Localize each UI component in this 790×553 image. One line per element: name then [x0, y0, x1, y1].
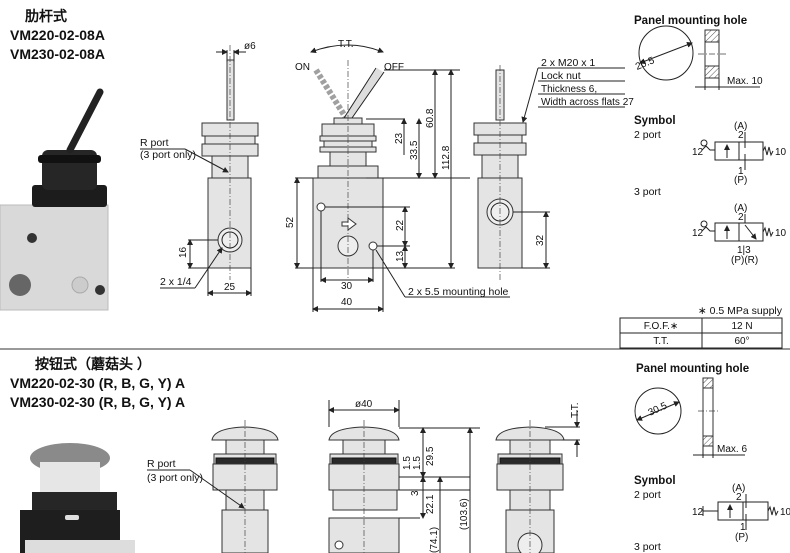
toggle-symbols: Symbol 2 port (A) 2 12 10 1 (P) 3 port (…	[634, 115, 787, 266]
dim-25: 25	[224, 282, 236, 293]
dim-22-1: 22.1	[425, 494, 436, 514]
toggle-side-view-right: 2 x M20 x 1 Lock nut Thickness 6, Width …	[473, 57, 634, 280]
panel-title: Panel mounting hole	[634, 15, 747, 27]
dim-74-1: (74.1)	[429, 527, 440, 553]
panel-max-thickness: Max. 10	[727, 76, 763, 87]
r-port-note: (3 port only)	[140, 149, 196, 161]
port-label: 12	[692, 507, 704, 518]
dim-1-5: 1.5	[412, 456, 423, 470]
port-label: 2	[738, 130, 744, 141]
panel-diameter: 30.5	[647, 400, 670, 418]
toggle-panel-mounting-hole: Panel mounting hole 20.5 Max. 10	[634, 15, 763, 90]
model-number: VM220-02-30 (R, B, G, Y) A	[10, 375, 185, 391]
symbol-3-port: 3 port	[634, 186, 661, 198]
dim-40: 40	[341, 297, 353, 308]
port-label: 10	[775, 147, 787, 158]
on-label: ON	[295, 62, 310, 73]
port-label: 2	[738, 212, 744, 223]
dim-60-8: 60.8	[425, 108, 436, 128]
dim-32: 32	[535, 234, 546, 246]
dim-13: 13	[395, 250, 406, 262]
symbol-2-port: 2 port	[634, 489, 661, 501]
dim-diameter-40: ø40	[355, 399, 373, 410]
off-label: OFF	[384, 62, 404, 73]
dim-33-5: 33.5	[409, 140, 420, 160]
symbol-title: Symbol	[634, 475, 676, 487]
port-label: (P)	[735, 532, 748, 543]
toggle-side-view: ø6 R port (3 port only) 16 25 2 x 1/4	[140, 41, 259, 296]
toggle-section: 肋杆式 VM220-02-08A VM230-02-08A ø6 R port	[0, 8, 787, 349]
dim-16: 16	[178, 246, 189, 258]
port-label: (A)	[734, 121, 747, 132]
port-label: (P)(R)	[731, 255, 758, 266]
dim-103-6: (103.6)	[459, 498, 470, 530]
mushroom-valve-photo	[20, 443, 135, 553]
port-label: (A)	[734, 203, 747, 214]
table-cell: 12 N	[731, 321, 752, 332]
port-size-label: 2 x 1/4	[160, 276, 192, 288]
dim-23: 23	[394, 132, 405, 144]
dim-22: 22	[395, 219, 406, 231]
supply-note: ∗ 0.5 MPa supply	[698, 305, 783, 317]
port-label: 12	[692, 228, 704, 239]
dim-tt: T.T.	[338, 39, 354, 50]
mushroom-section: 按钮式（蘑菇头 ） VM220-02-30 (R, B, G, Y) A VM2…	[10, 356, 790, 553]
dim-112-8: 112.8	[441, 145, 452, 170]
r-port-note: (3 port only)	[147, 472, 203, 484]
width-across-flats-label: Width across flats 27	[541, 97, 634, 108]
mushroom-symbols: Symbol 2 port (A) 2 12 10 1 (P) 3 port	[634, 475, 790, 553]
thread-label: 2 x M20 x 1	[541, 57, 595, 69]
dim-30: 30	[341, 281, 353, 292]
r-port-label: R port	[147, 458, 176, 470]
table-cell: T.T.	[653, 336, 669, 347]
dim-1-5: 1.5	[402, 456, 413, 470]
symbol-title: Symbol	[634, 115, 676, 127]
mushroom-side-view: R port (3 port only)	[147, 420, 279, 553]
spec-table: ∗ 0.5 MPa supply F.O.F.∗ 12 N T.T. 60°	[619, 305, 783, 349]
mounting-hole-label: 2 x 5.5 mounting hole	[408, 286, 509, 298]
panel-title: Panel mounting hole	[636, 363, 749, 375]
mushroom-front-view: ø40 1.5 1.5 29.5 3 22.1 (74.1) (103.6)	[328, 399, 480, 553]
dim-tt: T.T.	[570, 402, 581, 418]
port-label: 12	[692, 147, 704, 158]
dim-52: 52	[285, 216, 296, 228]
toggle-front-view: T.T. ON OFF 23 33.5 60.	[285, 39, 510, 312]
port-label: 1	[738, 166, 744, 177]
table-cell: 60°	[734, 336, 749, 347]
toggle-valve-photo	[0, 88, 109, 311]
symbol-2-port: 2 port	[634, 129, 661, 141]
port-label: 10	[775, 228, 787, 239]
port-label: 1|3	[737, 245, 751, 256]
thickness-label: Thickness 6,	[541, 84, 597, 95]
symbol-3-port: 3 port	[634, 541, 661, 553]
port-label: (P)	[734, 175, 747, 186]
type-label: 按钮式（蘑菇头 ）	[35, 356, 151, 372]
table-cell: F.O.F.∗	[644, 321, 679, 332]
port-label: (A)	[732, 483, 745, 494]
lock-nut-label: Lock nut	[541, 70, 581, 82]
port-label: 2	[736, 492, 742, 503]
model-number: VM230-02-08A	[10, 46, 105, 62]
panel-max-thickness: Max. 6	[717, 444, 747, 455]
port-label: 10	[780, 507, 790, 518]
dim-3: 3	[410, 490, 421, 496]
type-label: 肋杆式	[25, 8, 67, 24]
mushroom-side-view-right: T.T.	[495, 402, 581, 553]
model-number: VM230-02-30 (R, B, G, Y) A	[10, 394, 185, 410]
dim-29-5: 29.5	[425, 446, 436, 466]
dim-rod-diameter: ø6	[244, 41, 256, 52]
port-label: 1	[740, 522, 746, 533]
mushroom-panel-mounting-hole: Panel mounting hole 30.5 Max. 6	[634, 363, 749, 458]
model-number: VM220-02-08A	[10, 27, 105, 43]
r-port-label: R port	[140, 137, 169, 149]
